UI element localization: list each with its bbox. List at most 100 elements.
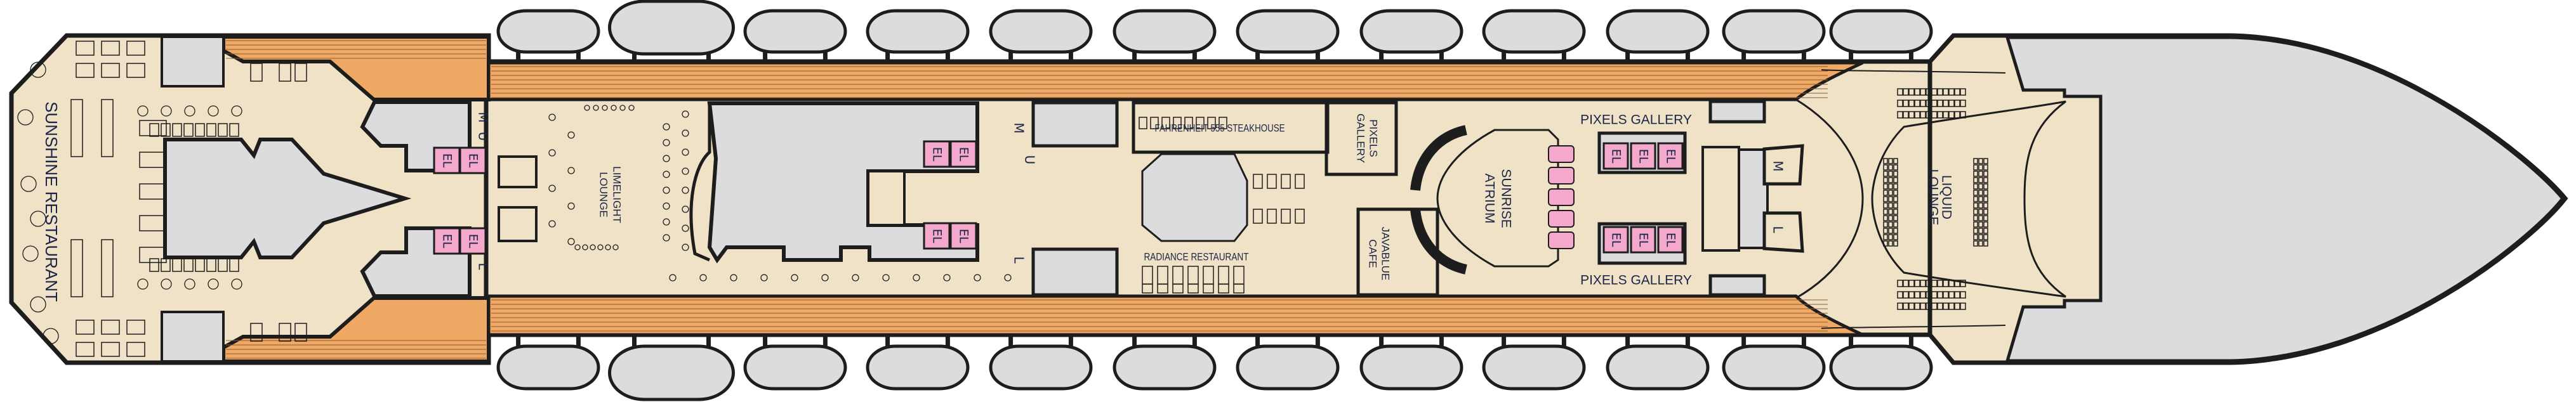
seat <box>663 202 670 210</box>
liquid-lounge-floor <box>1871 100 2066 298</box>
table <box>1893 183 1898 190</box>
table <box>1139 117 1147 129</box>
lifeboat-hull <box>1829 344 1933 391</box>
table <box>1914 291 1920 299</box>
seat <box>602 105 608 111</box>
table <box>1157 283 1168 294</box>
table <box>1883 158 1888 164</box>
table <box>172 258 182 272</box>
table <box>76 41 95 56</box>
table <box>1925 280 1932 287</box>
table <box>1973 190 1978 196</box>
table <box>126 320 145 335</box>
table <box>1978 202 1983 209</box>
table <box>183 258 194 272</box>
table <box>1897 88 1903 96</box>
table <box>1973 196 1978 202</box>
table <box>1897 291 1903 299</box>
seat <box>548 185 556 192</box>
lifeboat-hull <box>1722 344 1826 391</box>
liquid-lounge-tier-1 <box>1795 98 1864 299</box>
elevator-label: EL <box>930 229 944 243</box>
atrium-glass-elevator <box>1548 145 1575 163</box>
table <box>1978 221 1983 228</box>
table <box>1954 291 1960 299</box>
lifeboat <box>1236 9 1340 62</box>
table <box>1943 100 1949 107</box>
table <box>229 123 239 137</box>
table <box>1897 280 1903 287</box>
table <box>195 258 205 272</box>
elevator: EL <box>923 222 951 250</box>
table <box>1888 202 1893 209</box>
table <box>76 63 95 78</box>
table <box>1908 302 1915 310</box>
table <box>1978 240 1983 247</box>
elevator-car <box>949 222 977 250</box>
table <box>70 99 83 157</box>
table <box>1883 221 1888 228</box>
gallery-service-top <box>1708 100 1766 124</box>
table <box>1888 177 1893 183</box>
elevator-label: EL <box>1609 233 1623 247</box>
table <box>1925 88 1932 96</box>
table <box>1883 190 1888 196</box>
elevator-car <box>1602 226 1629 254</box>
seat <box>574 244 581 250</box>
ladies-restroom-label: L <box>476 263 491 270</box>
elevator-label: EL <box>1664 233 1678 247</box>
elevator-car <box>1657 226 1684 254</box>
seat <box>567 238 575 245</box>
table <box>1883 177 1888 183</box>
table <box>1954 111 1960 119</box>
stern-deck-bottom <box>221 296 491 363</box>
table <box>1954 88 1960 96</box>
seat <box>30 62 46 78</box>
lifeboat-hull <box>1359 344 1463 391</box>
promenade-deck <box>221 35 1864 363</box>
table <box>126 342 145 357</box>
table <box>1978 196 1983 202</box>
atrium-glass-elevator <box>1548 231 1575 249</box>
table <box>1920 291 1926 299</box>
table <box>1888 221 1893 228</box>
table <box>279 63 291 82</box>
seat <box>669 274 677 282</box>
table <box>250 323 263 342</box>
table <box>1954 100 1960 107</box>
limelight-lounge-label-1: LIMELIGHT <box>611 166 623 223</box>
mens-restroom-label: M <box>1012 122 1027 133</box>
seat <box>593 105 599 111</box>
lifeboat <box>1236 335 1340 391</box>
table <box>1883 164 1888 171</box>
table <box>1883 234 1888 240</box>
table <box>1893 228 1898 234</box>
table <box>1978 209 1983 215</box>
elevator: EL <box>433 227 461 255</box>
lifeboat-hull <box>1359 9 1463 54</box>
lifeboat <box>1829 9 1933 62</box>
table <box>1978 171 1983 177</box>
table <box>1978 183 1983 190</box>
table <box>1187 283 1199 294</box>
table <box>1883 209 1888 215</box>
table <box>1267 174 1277 189</box>
table <box>1973 164 1978 171</box>
elevator-label: EL <box>957 229 971 243</box>
lifeboats <box>496 0 1933 401</box>
table <box>1948 100 1955 107</box>
table <box>1888 190 1893 196</box>
table <box>1931 291 1938 299</box>
seat <box>619 105 626 111</box>
table <box>1233 283 1245 294</box>
seat <box>43 328 59 344</box>
seat <box>30 296 46 313</box>
lifeboat-hull <box>1482 9 1586 54</box>
radiance-restaurant-label: RADIANCE RESTAURANT <box>1144 250 1249 263</box>
seat <box>682 167 689 175</box>
lifeboat <box>1482 9 1586 62</box>
table <box>1914 100 1920 107</box>
table <box>126 63 145 78</box>
table <box>1893 177 1898 183</box>
seat <box>682 110 689 118</box>
